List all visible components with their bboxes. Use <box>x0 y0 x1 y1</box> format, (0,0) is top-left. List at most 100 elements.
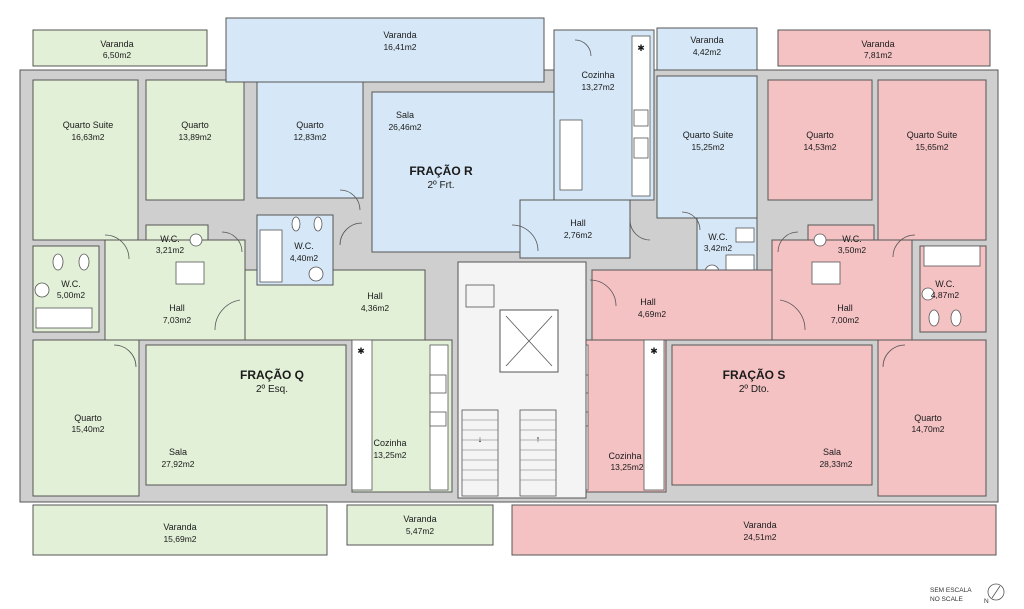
stair-landing <box>465 284 495 308</box>
q-varanda-top-room <box>32 29 208 67</box>
scale-note-en: NO SCALE <box>930 596 964 603</box>
room-name: Cozinha <box>581 70 614 80</box>
room-area: 27,92m2 <box>161 459 194 469</box>
room-area: 13,27m2 <box>581 82 614 92</box>
sink-icon <box>189 233 203 247</box>
fraction-q-title: FRAÇÃO Q <box>240 367 304 382</box>
room-area: 6,50m2 <box>103 50 132 60</box>
sink-icon <box>813 233 827 247</box>
sink-icon <box>921 287 935 301</box>
door-swing <box>882 344 906 368</box>
r-hall-room <box>519 199 631 259</box>
room-area: 7,03m2 <box>163 315 192 325</box>
counter-icon <box>351 339 373 491</box>
room-name: W.C. <box>294 241 314 251</box>
counter-icon <box>643 339 665 491</box>
kitchen-sink-icon <box>633 109 649 127</box>
room-name: Quarto <box>296 120 324 130</box>
room-area: 4,87m2 <box>931 290 960 300</box>
room-name: W.C. <box>842 234 862 244</box>
room-area: 26,46m2 <box>388 122 421 132</box>
q-quarto-suite-room <box>32 79 139 241</box>
north-label: N <box>984 598 989 605</box>
s-quarto-bottom-room <box>877 339 987 497</box>
sink-icon <box>308 266 324 282</box>
common-core: ↓ ↑ <box>457 261 587 499</box>
fridge-icon: ✱ <box>650 346 658 356</box>
q-varanda-small-room <box>346 504 494 546</box>
door-swing <box>681 211 701 231</box>
s-varanda-top-room <box>777 29 991 67</box>
room-name: Varanda <box>690 35 723 45</box>
room-name: Hall <box>837 303 853 313</box>
room-area: 15,65m2 <box>915 142 948 152</box>
north-compass-icon <box>987 583 1005 601</box>
room-name: Hall <box>570 218 586 228</box>
toilet-icon <box>291 216 301 232</box>
q-quarto-bottom-room <box>32 339 140 497</box>
r-varanda-right-room <box>656 27 758 71</box>
room-area: 14,70m2 <box>911 424 944 434</box>
toilet-icon <box>928 309 940 327</box>
arrow-down-icon: ↓ <box>478 434 483 444</box>
s-quarto-suite-room <box>877 79 987 241</box>
door-swing <box>339 222 363 246</box>
s-hall-left-room <box>591 269 773 341</box>
room-area: 15,40m2 <box>71 424 104 434</box>
fridge-icon: ✱ <box>637 43 645 53</box>
room-name: Cozinha <box>373 438 406 448</box>
q-quarto-top-room <box>145 79 245 201</box>
room-area: 4,36m2 <box>361 303 390 313</box>
room-name: W.C. <box>61 279 81 289</box>
door-swing <box>104 234 130 260</box>
door-swing <box>629 219 651 241</box>
fraction-r-floor: 2º Frt. <box>428 180 455 191</box>
fraction-s: ✱ Varanda 7,81m2 Quarto 14,53m2 Quarto S… <box>511 29 997 556</box>
room-area: 2,76m2 <box>564 230 593 240</box>
toilet-icon <box>52 253 64 271</box>
stair-flight <box>519 409 557 497</box>
room-area: 4,40m2 <box>290 253 319 263</box>
fraction-r-title: FRAÇÃO R <box>409 163 473 178</box>
room-name: Quarto Suite <box>907 130 958 140</box>
shower-icon <box>175 261 205 285</box>
room-name: Varanda <box>403 514 436 524</box>
room-area: 16,63m2 <box>71 132 104 142</box>
bidet-icon <box>313 216 323 232</box>
q-sala-room <box>145 344 347 486</box>
door-swing <box>779 299 806 331</box>
kitchen-sink-icon <box>429 411 447 427</box>
room-name: Sala <box>396 110 414 120</box>
room-area: 4,42m2 <box>693 47 722 57</box>
room-name: Varanda <box>861 39 894 49</box>
room-name: Cozinha <box>608 451 641 461</box>
s-quarto-top-room <box>767 79 873 201</box>
room-area: 7,00m2 <box>831 315 860 325</box>
door-swing <box>574 39 592 57</box>
bathtub-icon <box>259 229 283 283</box>
counter-icon <box>559 119 583 191</box>
s-hall-right-room <box>771 239 913 341</box>
door-swing <box>892 234 916 258</box>
room-area: 15,25m2 <box>691 142 724 152</box>
room-name: Varanda <box>100 39 133 49</box>
stair-core <box>457 261 587 499</box>
room-area: 12,83m2 <box>293 132 326 142</box>
stove-icon <box>429 374 447 394</box>
door-swing <box>511 224 539 252</box>
room-name: Hall <box>640 297 656 307</box>
toilet-icon <box>735 227 755 243</box>
room-area: 16,41m2 <box>383 42 416 52</box>
room-name: Quarto <box>181 120 209 130</box>
room-area: 28,33m2 <box>819 459 852 469</box>
fraction-q: ✱ Varanda 6,50m2 Quarto Suite 16,63m2 Qu… <box>32 29 494 556</box>
room-area: 5,47m2 <box>406 526 435 536</box>
room-name: Quarto <box>74 413 102 423</box>
room-area: 14,53m2 <box>803 142 836 152</box>
room-name: W.C. <box>708 232 728 242</box>
r-quarto-suite-room <box>656 75 758 219</box>
shower-icon <box>811 261 841 285</box>
elevator-cross <box>505 315 553 367</box>
stove-icon <box>633 137 649 159</box>
